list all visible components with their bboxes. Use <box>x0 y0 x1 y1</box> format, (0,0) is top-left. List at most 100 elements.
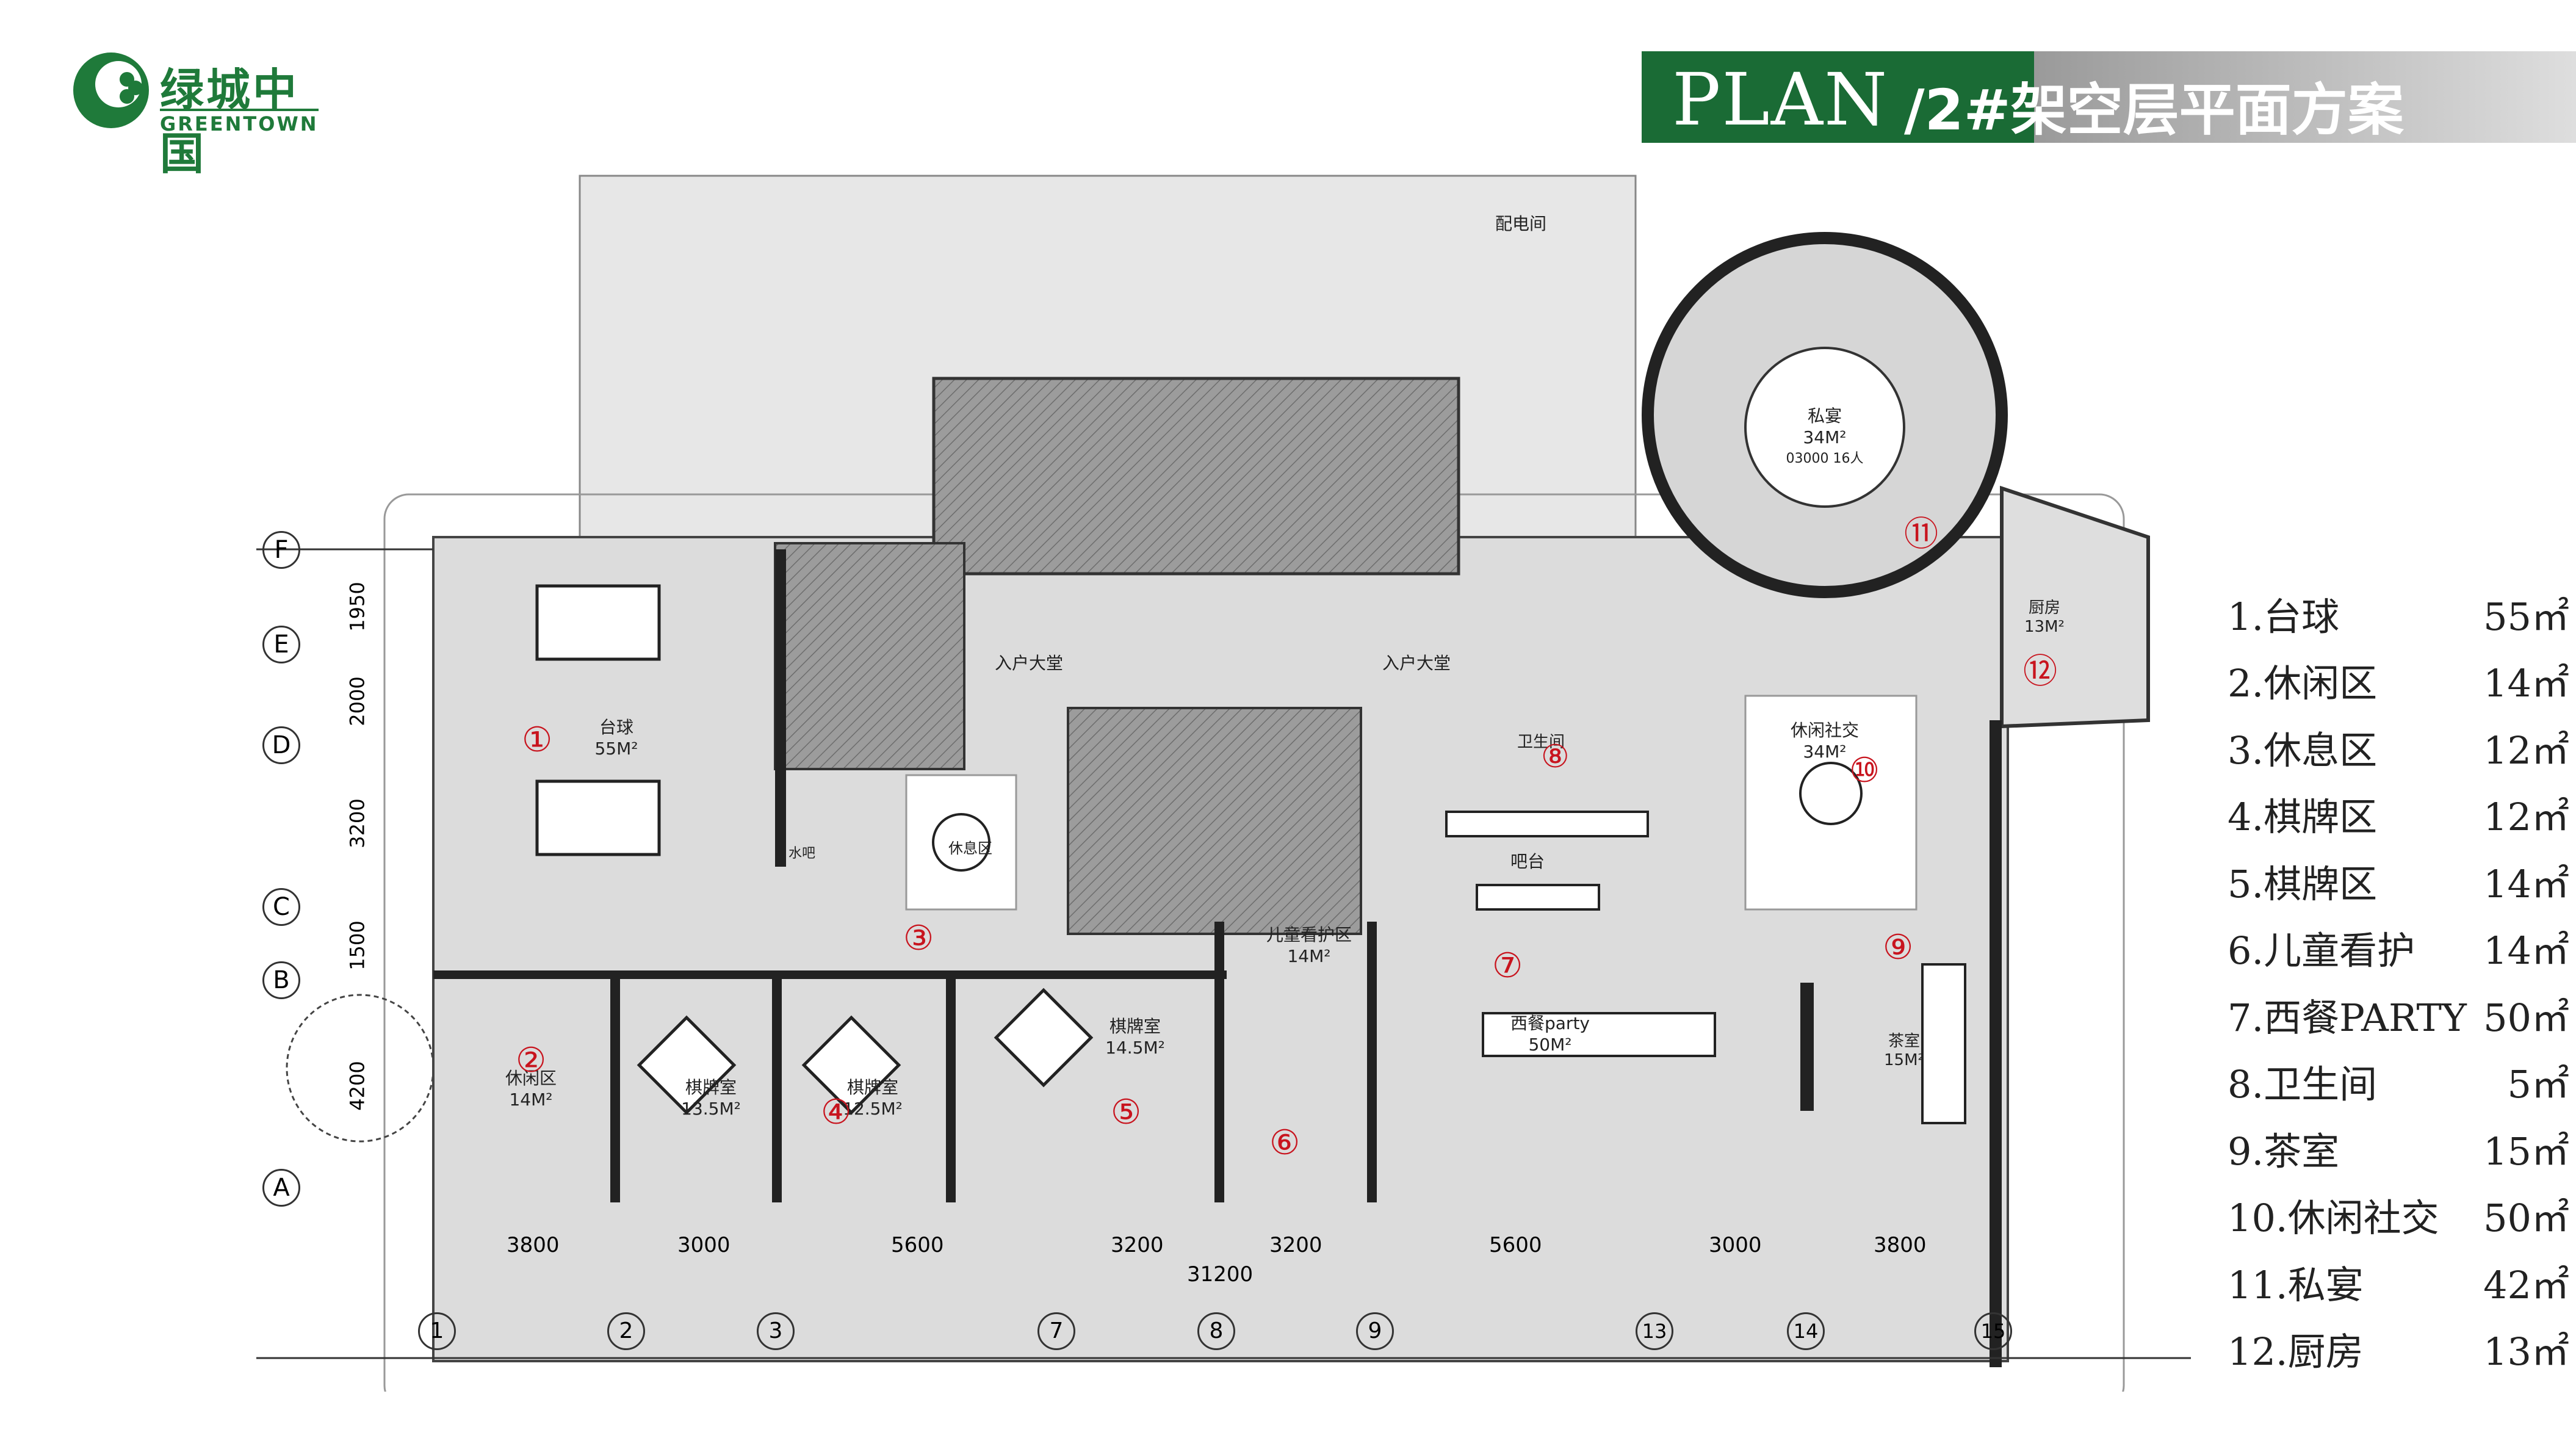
tea-partition <box>1800 983 1814 1111</box>
room-11-note: 03000 16人 <box>1786 451 1864 466</box>
room-6: 儿童看护区 14M² <box>1248 922 1370 966</box>
room-9-area: 15M² <box>1884 1051 1924 1069</box>
room-chess-left-area: 13.5M² <box>681 1099 741 1119</box>
room-chess-left-name: 棋牌室 <box>685 1077 737 1097</box>
legend-area: 55㎡ <box>2483 594 2569 639</box>
legend-label: 12.厨房 <box>2228 1329 2364 1375</box>
lounge-table <box>1799 762 1863 825</box>
dim-bottom-2: 3000 <box>677 1233 731 1257</box>
wall-kids <box>1214 922 1224 1202</box>
title-plan: PLAN <box>1672 57 1889 142</box>
room-9-num: ⑨ <box>1883 928 1914 967</box>
legend-row: 4.棋牌区 12㎡ <box>2228 781 2569 848</box>
water-bar-label: 水吧 <box>788 846 816 861</box>
room-3-num: ③ <box>903 919 934 958</box>
room-2-area: 14M² <box>509 1089 553 1110</box>
room-6-num: ⑥ <box>1269 1123 1301 1163</box>
power-room-label: 配电间 <box>1495 214 1547 234</box>
room-12-area: 13M² <box>2024 618 2065 636</box>
dim-left-4: 1500 <box>345 920 369 970</box>
legend-area: 12㎡ <box>2483 795 2569 840</box>
lobby-right-label: 入户大堂 <box>1382 653 1451 673</box>
dim-left-1: 1950 <box>345 582 369 632</box>
room-chess-left: 棋牌室 13.5M² <box>662 1074 760 1119</box>
axis-label-8: 8 <box>1197 1312 1235 1350</box>
wall-billiard-right <box>775 549 786 867</box>
dim-bottom-7: 3000 <box>1709 1233 1762 1257</box>
greentown-logo: 绿城中国 GREENTOWN <box>68 48 325 179</box>
legend-label: 11.私宴 <box>2228 1262 2364 1307</box>
room-4-num: ④ <box>821 1093 852 1132</box>
legend-label: 6.儿童看护 <box>2228 928 2415 974</box>
room-9-name: 茶室 <box>1888 1032 1920 1050</box>
room-7-area: 50M² <box>1528 1035 1572 1055</box>
legend-label: 10.休闲社交 <box>2228 1196 2439 1241</box>
kitchen-room <box>2000 485 2150 729</box>
room-11-area: 34M² <box>1803 427 1847 447</box>
core-hatch-left <box>774 542 965 770</box>
room-4: 棋牌室 12.5M² <box>824 1074 922 1119</box>
dim-bottom-1: 3800 <box>507 1233 560 1257</box>
room-8: 卫生间 <box>1504 729 1578 752</box>
brand-name: 绿城中国 <box>160 64 300 179</box>
room-1: 台球 55M² <box>537 714 696 759</box>
title-subtitle: /2#架空层平面方案 <box>1904 78 2404 143</box>
bar-counter-2 <box>1476 884 1600 911</box>
room-12: 厨房 13M² <box>2017 595 2072 636</box>
room-11: 私宴 34M² 03000 16人 <box>1776 403 1874 467</box>
wall-chess-3 <box>946 970 956 1202</box>
axis-label-9: 9 <box>1356 1312 1394 1350</box>
legend-label: 4.棋牌区 <box>2228 795 2378 840</box>
bar-counter <box>1445 811 1649 837</box>
chess-table-1 <box>637 1015 737 1115</box>
room-11-num: ⑪ <box>1904 515 1938 554</box>
room-1-area: 55M² <box>594 739 638 759</box>
dim-bottom-4: 3200 <box>1111 1233 1164 1257</box>
chess-table-2 <box>801 1015 901 1115</box>
wall-kids-2 <box>1367 922 1377 1202</box>
floor-plan <box>256 175 2191 1392</box>
axis-label-13: 13 <box>1636 1312 1673 1350</box>
axis-label-15: 15 <box>1974 1312 2012 1350</box>
room-5: 棋牌室 14.5M² <box>1086 1013 1184 1058</box>
wall-right <box>1990 720 2002 1367</box>
axis-label-c: C <box>262 888 300 926</box>
dim-bottom-3: 5600 <box>891 1233 944 1257</box>
legend-row: 1.台球 55㎡ <box>2228 580 2569 647</box>
dim-bottom-6: 5600 <box>1489 1233 1542 1257</box>
dim-bottom-5: 3200 <box>1269 1233 1322 1257</box>
dim-left-3: 3200 <box>345 798 369 848</box>
room-2-num: ② <box>516 1041 547 1080</box>
core-hatch-center <box>1067 707 1362 935</box>
room-4-name: 棋牌室 <box>846 1077 898 1097</box>
dim-left-2: 2000 <box>345 676 369 726</box>
axis-label-b: B <box>262 961 300 999</box>
room-6-area: 14M² <box>1287 946 1331 966</box>
billiard-table-1 <box>535 584 661 661</box>
axis-label-14: 14 <box>1787 1312 1825 1350</box>
room-10-name: 休闲社交 <box>1790 720 1859 740</box>
dim-bottom-8: 3800 <box>1874 1233 1927 1257</box>
wall-chess-2 <box>772 970 782 1202</box>
axis-label-d: D <box>262 726 300 764</box>
legend-label: 1.台球 <box>2228 594 2340 639</box>
dining-table <box>1482 1012 1716 1057</box>
axis-label-2: 2 <box>607 1312 645 1350</box>
room-10: 休闲社交 34M² <box>1782 717 1867 762</box>
room-1-num: ① <box>522 720 553 760</box>
room-3: 休息区 <box>940 836 1001 858</box>
legend-area: 14㎡ <box>2483 861 2569 906</box>
bar-label: 吧台 <box>1510 851 1545 872</box>
room-8-num: ⑧ <box>1541 739 1570 775</box>
axis-label-1: 1 <box>418 1312 456 1350</box>
room-7-num: ⑦ <box>1492 946 1523 986</box>
room-5-name: 棋牌室 <box>1109 1016 1161 1036</box>
title-banner: PLAN /2#架空层平面方案 <box>1642 51 2576 143</box>
room-1-name: 台球 <box>599 717 633 737</box>
axis-label-a: A <box>262 1169 300 1207</box>
legend-label: 2.休闲区 <box>2228 661 2378 706</box>
axis-left: F E D C B A <box>262 0 300 1449</box>
